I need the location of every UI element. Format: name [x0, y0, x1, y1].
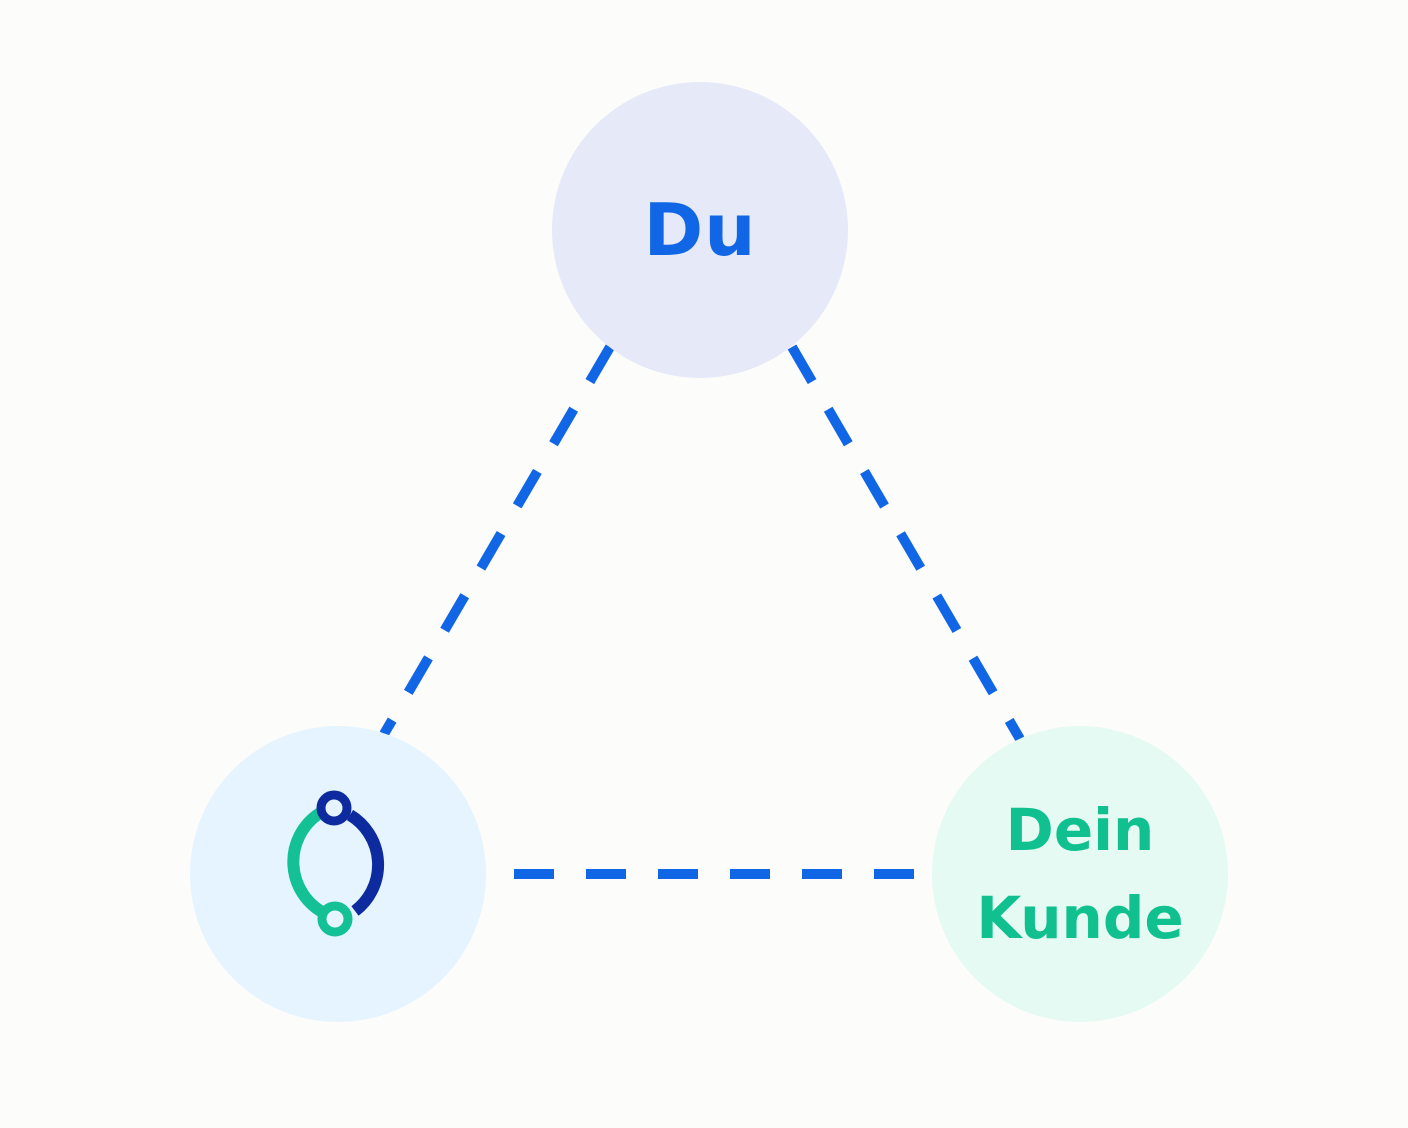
customer-label-line2: Kunde — [976, 884, 1184, 952]
customer-label-line1: Dein — [1005, 796, 1155, 864]
sync-circle-logo-icon — [287, 790, 385, 937]
customer-node: Dein Kunde — [932, 726, 1228, 1022]
du-node: Du — [552, 82, 848, 378]
customer-label: Dein Kunde — [940, 786, 1220, 962]
connector-du-logo — [379, 344, 615, 737]
du-label: Du — [643, 188, 757, 272]
connector-du-customer — [787, 344, 1025, 742]
logo-node — [190, 726, 486, 1022]
